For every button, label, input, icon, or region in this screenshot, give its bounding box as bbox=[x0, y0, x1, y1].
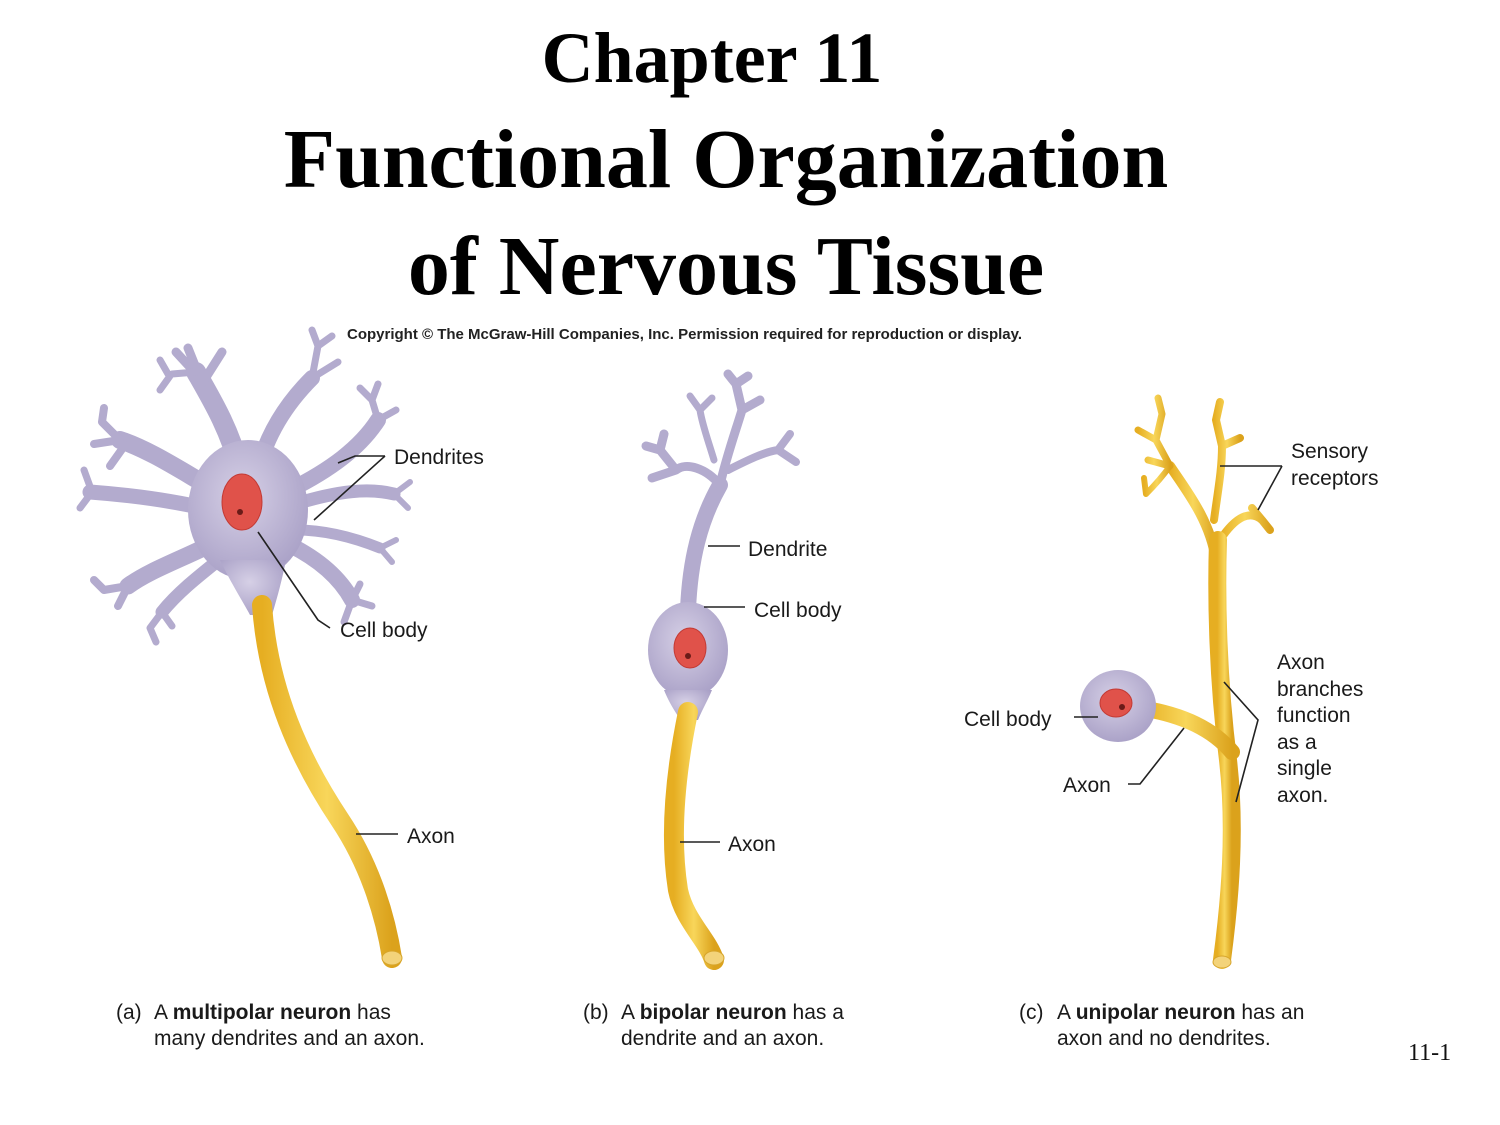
label-sensory-2: receptors bbox=[1291, 467, 1379, 490]
label-unipolar-axon: Axon bbox=[1063, 774, 1111, 797]
label-branches-3: function bbox=[1277, 704, 1351, 727]
bipolar-nucleus bbox=[673, 627, 707, 669]
bipolar-dendrite bbox=[641, 369, 800, 618]
unipolar-nucleus bbox=[1099, 688, 1133, 718]
caption-a-line-2: many dendrites and an axon. bbox=[154, 1027, 425, 1050]
label-unipolar-cell-body: Cell body bbox=[964, 708, 1052, 731]
caption-tag-c: (c) bbox=[1019, 1001, 1044, 1024]
label-branches-2: branches bbox=[1277, 678, 1363, 701]
label-branches-5: single bbox=[1277, 757, 1332, 780]
caption-b-line-1: A bipolar neuron has a bbox=[621, 1001, 844, 1024]
label-bipolar-cell-body: Cell body bbox=[754, 599, 842, 622]
slide-title-line-1: Functional Organization bbox=[283, 113, 1169, 206]
caption-c-term: unipolar neuron bbox=[1075, 1001, 1236, 1024]
unipolar-axon-trunk bbox=[1208, 531, 1241, 969]
caption-bipolar: (b) A bipolar neuron has a dendrite and … bbox=[583, 1000, 844, 1052]
caption-multipolar: (a) A multipolar neuron has many dendrit… bbox=[116, 1000, 425, 1052]
slide-number: 11-1 bbox=[1408, 1040, 1452, 1066]
multipolar-nucleus bbox=[221, 473, 263, 531]
unipolar-neuron bbox=[1080, 394, 1274, 969]
caption-c-line-2: axon and no dendrites. bbox=[1057, 1027, 1271, 1050]
multipolar-cell-body-leader bbox=[257, 531, 331, 629]
label-multipolar-cell-body: Cell body bbox=[340, 619, 428, 642]
caption-tag-a: (a) bbox=[116, 1001, 142, 1024]
caption-b-term: bipolar neuron bbox=[639, 1001, 787, 1024]
axon-branches-leader bbox=[1223, 681, 1259, 803]
caption-unipolar: (c) A unipolar neuron has an axon and no… bbox=[1019, 1000, 1304, 1052]
caption-a-term: multipolar neuron bbox=[172, 1001, 352, 1024]
multipolar-axon bbox=[252, 595, 402, 968]
label-dendrite: Dendrite bbox=[748, 538, 827, 561]
label-branches-1: Axon bbox=[1277, 651, 1325, 674]
bipolar-neuron bbox=[641, 369, 800, 970]
caption-b-line-2: dendrite and an axon. bbox=[621, 1027, 825, 1050]
label-multipolar-axon: Axon bbox=[407, 825, 455, 848]
label-sensory-1: Sensory bbox=[1291, 440, 1369, 463]
sensory-receptors-leader bbox=[1220, 465, 1283, 511]
copyright-notice: Copyright © The McGraw-Hill Companies, I… bbox=[347, 326, 1023, 343]
label-dendrites: Dendrites bbox=[394, 446, 484, 469]
slide-title-line-2: of Nervous Tissue bbox=[407, 220, 1045, 313]
multipolar-neuron bbox=[76, 326, 413, 968]
label-branches-4: as a bbox=[1277, 731, 1317, 754]
chapter-title: Chapter 11 bbox=[541, 18, 883, 98]
sensory-receptor-branches bbox=[1134, 394, 1274, 565]
label-bipolar-axon: Axon bbox=[728, 833, 776, 856]
caption-c-line-1: A unipolar neuron has an bbox=[1057, 1001, 1305, 1024]
bipolar-axon bbox=[663, 702, 724, 970]
unipolar-axon-leader bbox=[1128, 727, 1185, 785]
dendrites-leader bbox=[313, 455, 386, 521]
caption-tag-b: (b) bbox=[583, 1001, 609, 1024]
caption-a-line-1: A multipolar neuron has bbox=[154, 1001, 391, 1024]
label-branches-6: axon. bbox=[1277, 784, 1328, 807]
